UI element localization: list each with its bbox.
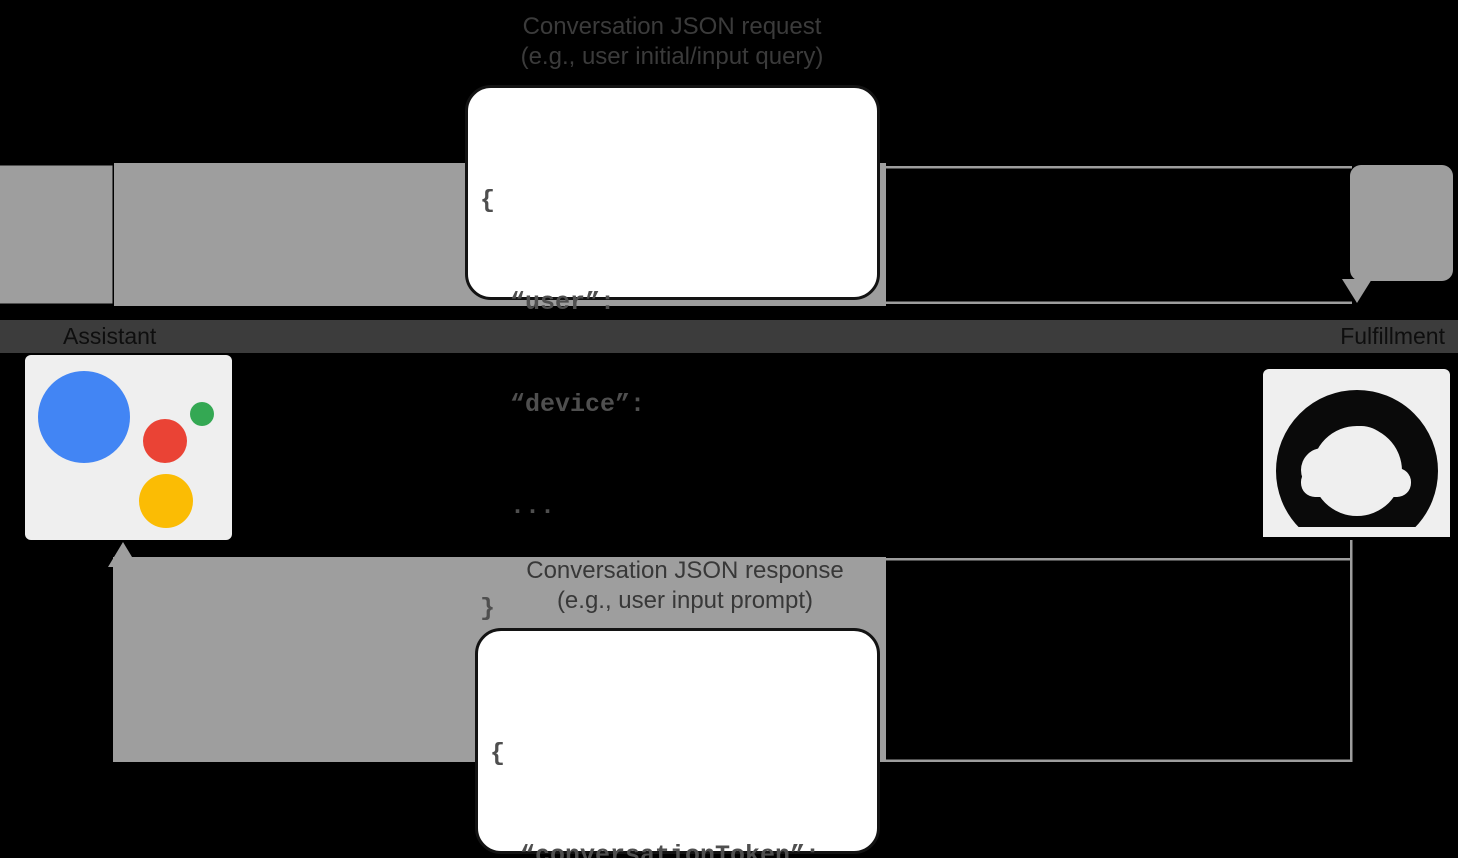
request-arrow-outline-top [886,166,1352,169]
arrowhead-down-icon [1342,279,1372,303]
request-arrow-elbow [1350,165,1453,281]
response-arrow-connector [1350,540,1353,762]
assistant-blue-circle [38,371,130,463]
request-arrow-tail [0,165,113,304]
code-line: { [480,186,496,215]
assistant-red-circle [143,419,187,463]
code-line-device: “device”: [480,390,646,419]
request-json-box: { “user”: “device”: ... } [465,85,880,623]
request-arrow-outline-bottom [886,301,1352,304]
arrowhead-up-icon [108,542,138,567]
response-arrow-outline-bottom [886,759,1352,762]
response-label-line1: Conversation JSON response [526,557,844,584]
code-line-conversation-token: “conversationToken”: [490,841,821,858]
response-arrow-outline-top [886,558,1352,561]
request-label-line2: (e.g., user initial/input query) [520,43,824,70]
assistant-green-circle [190,402,214,426]
code-line: } [480,594,496,623]
assistant-label: Assistant [63,323,157,349]
response-json-box: { “conversationToken”: “userStorage”: ..… [475,628,880,858]
node-label-band: Assistant Fulfillment [0,320,1458,353]
assistant-yellow-circle [139,474,193,528]
google-assistant-icon [25,355,232,540]
response-label: Conversation JSON response (e.g., user i… [435,556,935,616]
response-label-line2: (e.g., user input prompt) [556,587,814,614]
cloud-icon [1263,390,1450,552]
request-label: Conversation JSON request (e.g., user in… [380,12,964,72]
code-line-user: “user”: [480,288,616,317]
code-line-ellipsis: ... [480,492,556,521]
assistant-card [25,355,232,540]
fulfillment-card [1263,369,1450,552]
code-line: { [490,739,506,768]
request-label-line1: Conversation JSON request [522,13,822,40]
fulfillment-label: Fulfillment [1340,323,1445,349]
